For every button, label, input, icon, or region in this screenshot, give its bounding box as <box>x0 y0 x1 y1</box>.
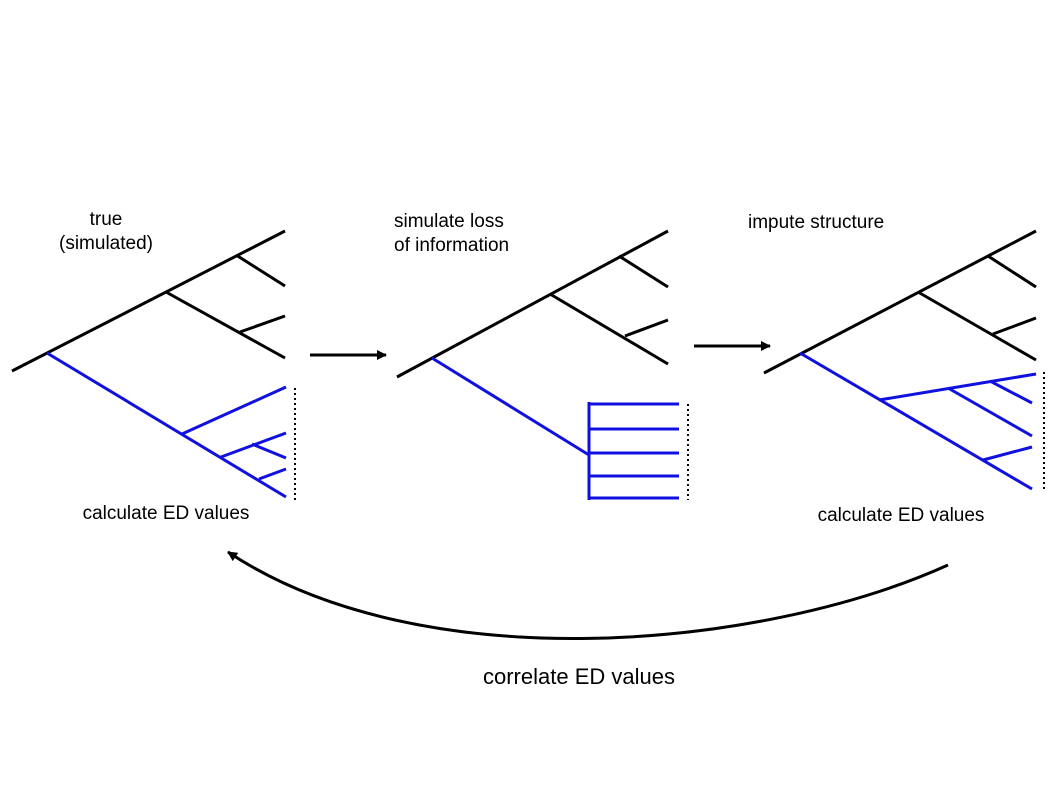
p1-blue-stem <box>46 351 287 499</box>
panel2-blue-polytomy <box>431 356 679 500</box>
panel-loss-tree: simulate loss of information <box>394 211 689 500</box>
panel3-caption: calculate ED values <box>818 505 985 526</box>
p2-blue-stem <box>431 356 590 457</box>
p1-blue-branch <box>181 385 287 436</box>
p1-blue-branch <box>251 442 287 460</box>
p3-blue-stem <box>799 351 1033 491</box>
panel3-blue-clade <box>799 351 1037 491</box>
panel1-title-line1: true <box>90 209 123 230</box>
panel3-title-line1: impute structure <box>748 212 884 233</box>
panel1-caption: calculate ED values <box>83 503 250 524</box>
p3-blue-branch <box>878 372 1037 402</box>
correlate-arrow <box>227 550 949 640</box>
panel2-title-line2: of information <box>394 235 509 256</box>
panel1-blue-clade <box>46 351 287 499</box>
p3-blue-branch <box>989 379 1033 405</box>
p3-blue-branch <box>982 445 1033 462</box>
panel-impute-tree: impute structure calculate ED values <box>748 212 1045 526</box>
p1-blue-branch <box>258 467 287 481</box>
panel3-black-clade <box>763 229 1037 375</box>
panel1-title-line2: (simulated) <box>59 233 153 254</box>
panel1-black-clade <box>11 229 286 373</box>
panel-true-tree: true (simulated) calculate ED values <box>11 209 296 524</box>
panel2-title-line1: simulate loss <box>394 211 504 232</box>
p3-blue-branch <box>947 386 1033 438</box>
correlate-label: correlate ED values <box>483 664 675 689</box>
panel2-black-clade <box>396 229 669 379</box>
